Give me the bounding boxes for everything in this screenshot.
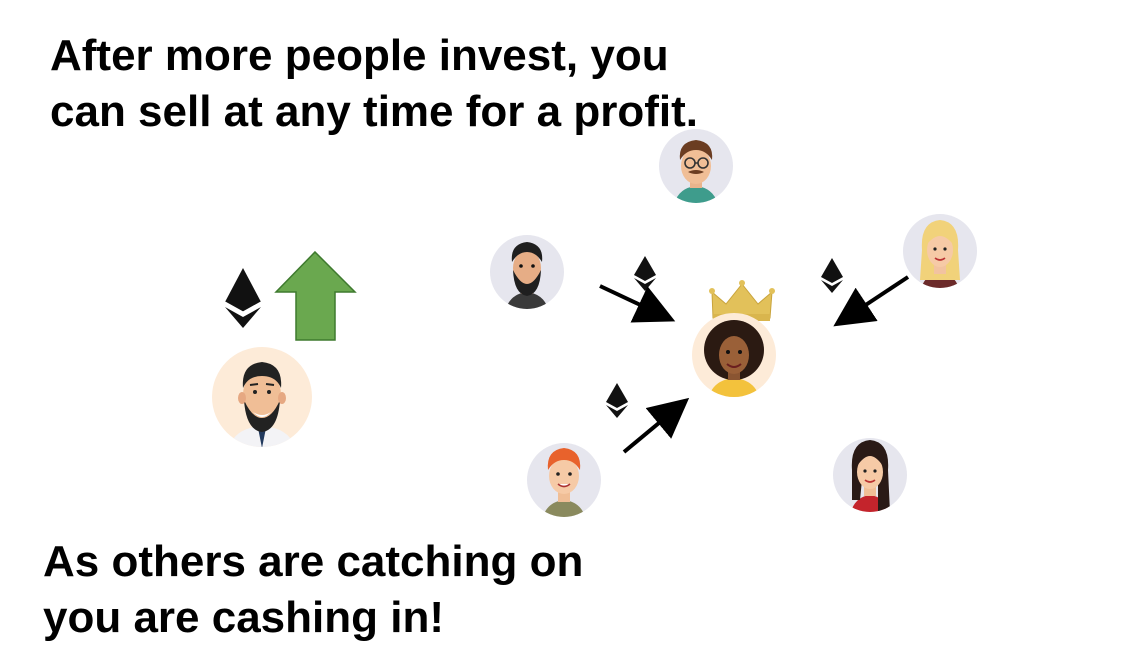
seller-avatar (212, 347, 312, 447)
investor-avatar-glasses (659, 129, 733, 203)
bottom-caption: As others are catching on you are cashin… (43, 534, 583, 646)
bottom-caption-line-2: you are cashing in! (43, 593, 444, 642)
investor-avatar-bearded (490, 235, 564, 309)
early-investor-avatar-queen (692, 313, 776, 397)
investor-avatar-redhead (527, 443, 601, 517)
ethereum-icon (606, 383, 628, 418)
arrow-from-blonde (833, 275, 910, 327)
ethereum-icon (224, 268, 262, 328)
ethereum-icon (821, 258, 843, 293)
top-caption: After more people invest, you can sell a… (50, 28, 698, 140)
ethereum-icon (634, 256, 656, 291)
investor-avatar-blonde (903, 214, 977, 288)
top-caption-line-2: can sell at any time for a profit. (50, 87, 698, 136)
green-up-arrow-icon (274, 250, 357, 341)
top-caption-line-1: After more people invest, you (50, 31, 669, 80)
investor-avatar-dark-hair (833, 438, 907, 512)
bottom-caption-line-1: As others are catching on (43, 537, 584, 586)
arrow-from-redhead (622, 397, 690, 454)
arrow-from-bearded (599, 284, 676, 323)
